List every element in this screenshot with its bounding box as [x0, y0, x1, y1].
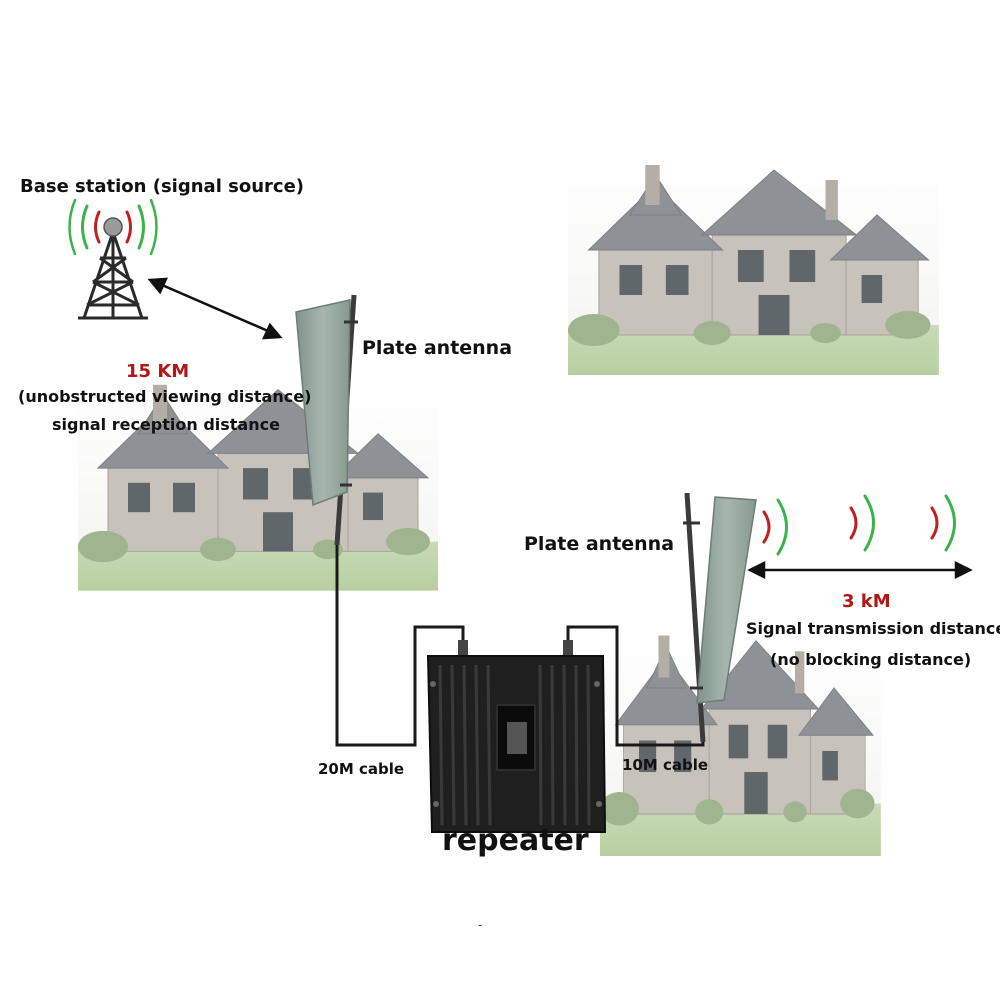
left-plate-antenna: [295, 294, 358, 546]
left-antenna-label: Plate antenna: [362, 337, 513, 359]
tower-signal-waves-icon: [68, 198, 158, 256]
house-image-left: [77, 374, 439, 592]
base-station-title: Base station (signal source): [20, 176, 305, 197]
transmission-waves-icon: [762, 494, 956, 556]
footer-mark: -: [478, 918, 483, 932]
repeater-device: [426, 640, 607, 833]
tower-icon: [78, 231, 148, 320]
cable-left: [335, 545, 465, 747]
tower-beacon-icon: [103, 217, 123, 237]
house-image-top-right: [567, 154, 940, 376]
reception-note: (unobstructed viewing distance): [18, 387, 312, 406]
transmission-distance: 3 kM: [842, 591, 891, 612]
cable-left-label: 20M cable: [318, 760, 405, 778]
repeater-label: repeater: [442, 823, 589, 858]
right-antenna-label: Plate antenna: [524, 533, 675, 555]
cable-right: [566, 625, 705, 747]
repeater-screen: [507, 722, 527, 754]
transmission-label: Signal transmission distance: [746, 619, 1000, 638]
cable-right-label: 10M cable: [622, 756, 709, 774]
right-plate-antenna: [683, 492, 757, 743]
transmission-arrow: [747, 560, 973, 580]
transmission-note: (no blocking distance): [770, 650, 972, 669]
reception-arrow: [147, 277, 283, 340]
reception-distance: 15 KM: [126, 361, 190, 382]
reception-label: signal reception distance: [52, 415, 280, 434]
